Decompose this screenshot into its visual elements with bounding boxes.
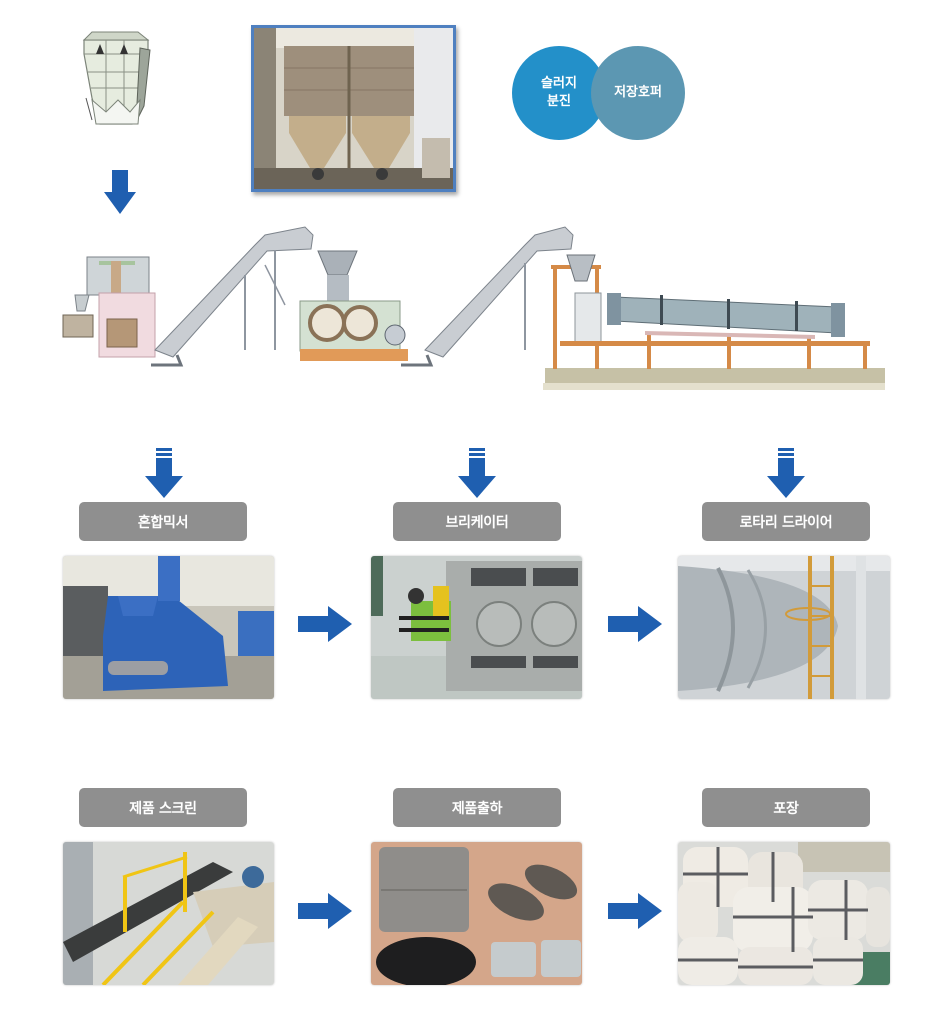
step-label-product-screen: 제품 스크린 [79, 788, 247, 827]
storage-hopper-photo [251, 25, 456, 192]
right-arrow-icon [608, 893, 662, 929]
mixer-unit-illustration [62, 256, 156, 358]
step-label-packaging: 포장 [702, 788, 870, 827]
right-arrow-icon [608, 606, 662, 642]
storage-hopper-circle: 저장호퍼 [591, 46, 685, 140]
rotary-dryer-photo [678, 556, 890, 699]
briquetter-illustration [299, 250, 408, 361]
sludge-silo-illustration [82, 31, 151, 125]
step-label-rotary-dryer: 로타리 드라이어 [702, 502, 870, 541]
packaging-photo [678, 842, 890, 985]
rotary-dryer-illustration [543, 254, 885, 390]
circle-line: 저장호퍼 [614, 85, 662, 101]
step-label-mixer: 혼합믹서 [79, 502, 247, 541]
step-label-briquetter: 브리케이터 [393, 502, 561, 541]
step-label-product-shipment: 제품출하 [393, 788, 561, 827]
sludge-dust-circle: 슬러지 분진 [512, 46, 606, 140]
circle-line: 슬러지 [541, 76, 577, 92]
inclined-conveyor-2-illustration [401, 226, 574, 367]
inclined-conveyor-1-illustration [151, 226, 314, 367]
mixer-photo [63, 556, 274, 699]
right-arrow-icon [298, 893, 352, 929]
down-arrow-icon [104, 170, 136, 214]
down-arrow-icon [767, 448, 805, 498]
product-shipment-photo [371, 842, 582, 985]
briquetter-photo [371, 556, 582, 699]
process-line-illustration [62, 226, 885, 390]
product-screen-photo [63, 842, 274, 985]
down-arrow-icon [458, 448, 496, 498]
circle-line: 분진 [547, 94, 571, 109]
right-arrow-icon [298, 606, 352, 642]
down-arrow-icon [145, 448, 183, 498]
